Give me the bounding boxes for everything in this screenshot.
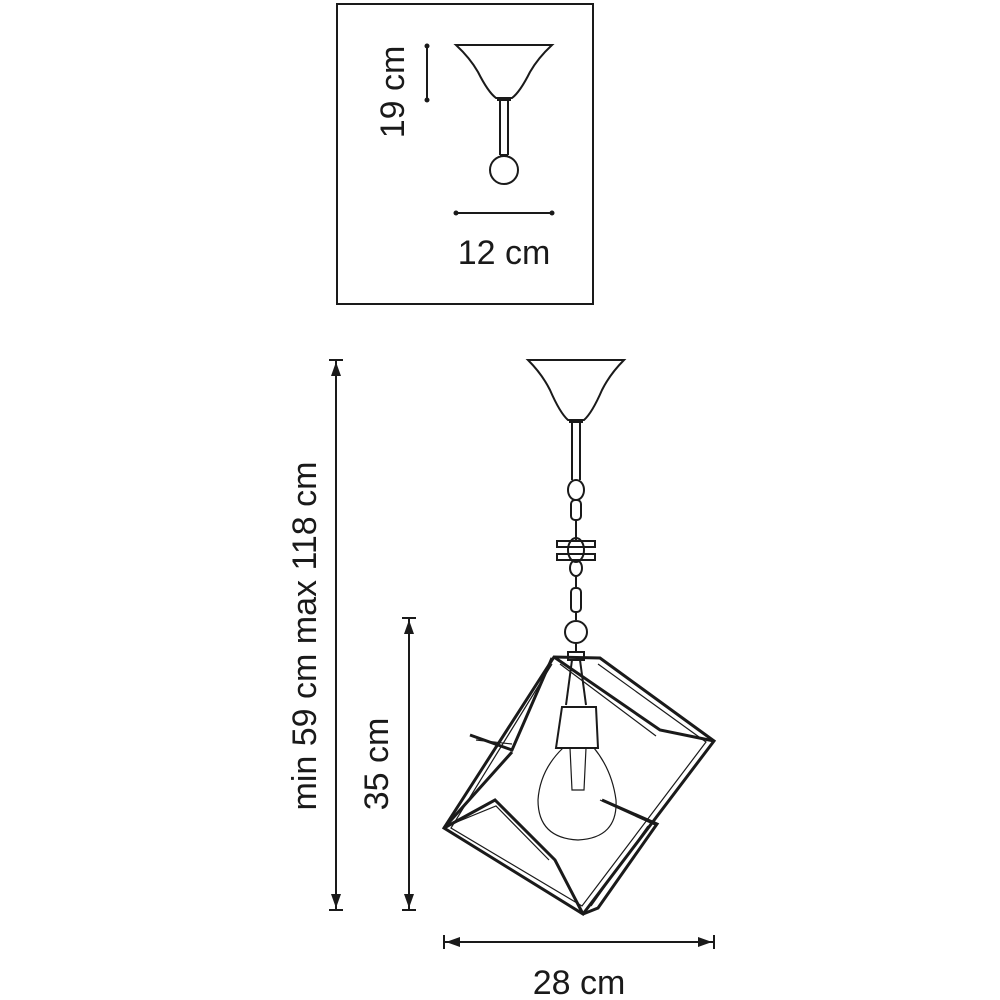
lamp-canopy bbox=[525, 359, 627, 421]
shade-height-dimension bbox=[402, 617, 416, 911]
canopy-width-dimension bbox=[453, 210, 555, 216]
lamp-bulb bbox=[537, 747, 617, 841]
lamp-chain bbox=[556, 479, 596, 661]
canopy-detail-frame bbox=[336, 3, 594, 305]
canopy-detail-rod bbox=[497, 99, 511, 156]
total-height-dimension bbox=[329, 359, 343, 911]
shade-height-label: 35 cm bbox=[358, 718, 396, 811]
canopy-width-label: 12 cm bbox=[458, 234, 551, 272]
total-height-label: min 59 cm max 118 cm bbox=[286, 462, 324, 811]
canopy-height-label: 19 cm bbox=[374, 46, 412, 139]
canopy-detail-canopy bbox=[453, 44, 555, 99]
canopy-detail-ball bbox=[489, 155, 519, 185]
shade-width-label: 28 cm bbox=[533, 964, 626, 1000]
canopy-detail-panel: 19 cm 12 cm bbox=[336, 3, 594, 305]
canopy-height-dimension bbox=[424, 43, 430, 103]
lamp-cube-shade bbox=[441, 655, 717, 916]
lamp-main-view: min 59 cm max 118 cm 35 cm 28 cm bbox=[286, 359, 717, 1000]
shade-width-dimension bbox=[443, 935, 715, 949]
lamp-rod bbox=[569, 421, 583, 480]
